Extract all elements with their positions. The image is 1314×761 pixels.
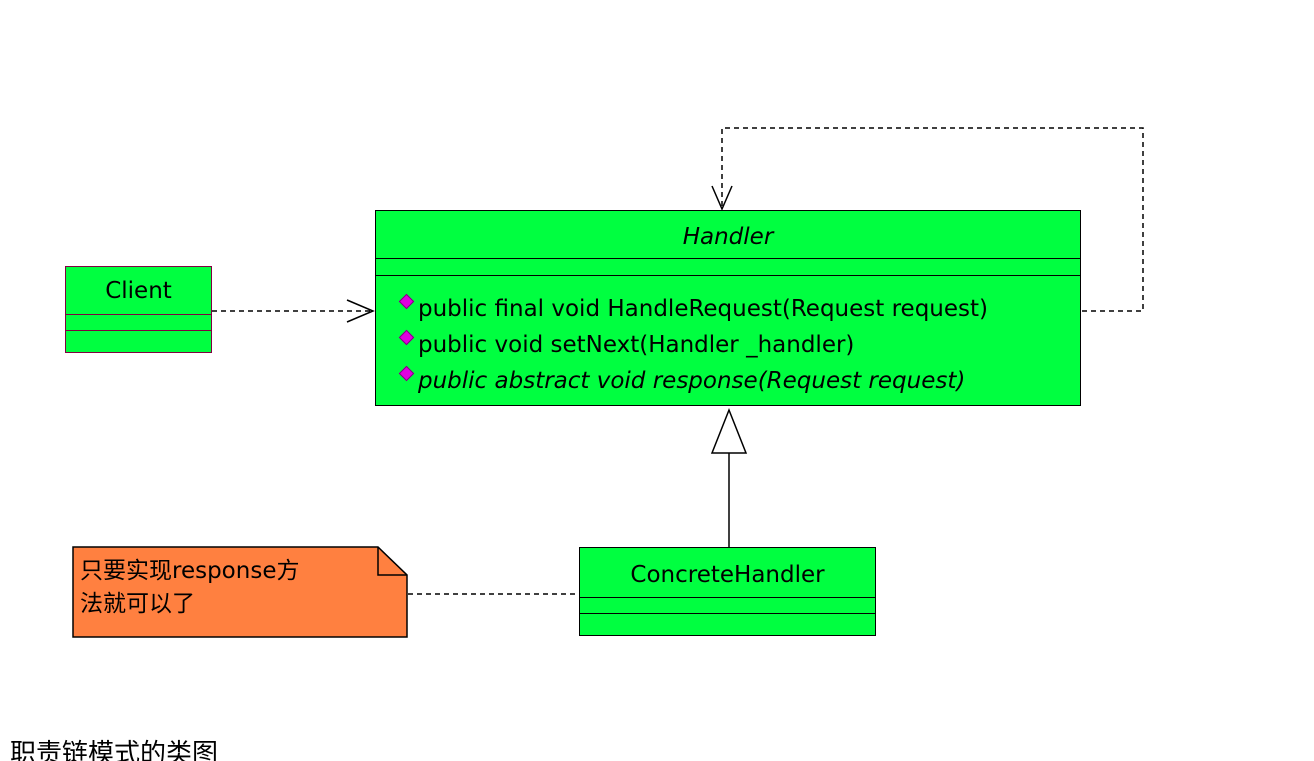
public-method-icon bbox=[398, 365, 415, 382]
client-class[interactable]: Client bbox=[65, 266, 212, 353]
client-dependency-arrowhead bbox=[346, 299, 375, 323]
note-line-2: 法就可以了 bbox=[80, 591, 195, 617]
handler-class[interactable]: Handler public final void HandleRequest(… bbox=[375, 210, 1081, 406]
self-association-line bbox=[721, 127, 1144, 312]
public-method-icon bbox=[398, 329, 415, 346]
operation-response: public abstract void response(Request re… bbox=[398, 363, 1080, 399]
generalization-arrowhead bbox=[710, 407, 748, 454]
concrete-handler-class-name: ConcreteHandler bbox=[580, 548, 875, 598]
concrete-handler-class[interactable]: ConcreteHandler bbox=[579, 547, 876, 636]
note-fold bbox=[377, 547, 407, 576]
note-shape bbox=[72, 546, 408, 638]
note-line-1: 只要实现response方 bbox=[80, 558, 300, 584]
operation-handle-request: public final void HandleRequest(Request … bbox=[398, 291, 1080, 327]
handler-class-name: Handler bbox=[376, 211, 1080, 259]
client-class-name: Client bbox=[66, 267, 211, 315]
handler-operations: public final void HandleRequest(Request … bbox=[376, 276, 1080, 399]
note-text: 只要实现response方 法就可以了 bbox=[80, 555, 370, 621]
public-method-icon bbox=[398, 293, 415, 310]
operation-set-next: public void setNext(Handler _handler) bbox=[398, 327, 1080, 363]
self-association-arrowhead bbox=[711, 185, 733, 211]
caption-text: 职责链模式的类图 bbox=[10, 739, 219, 761]
